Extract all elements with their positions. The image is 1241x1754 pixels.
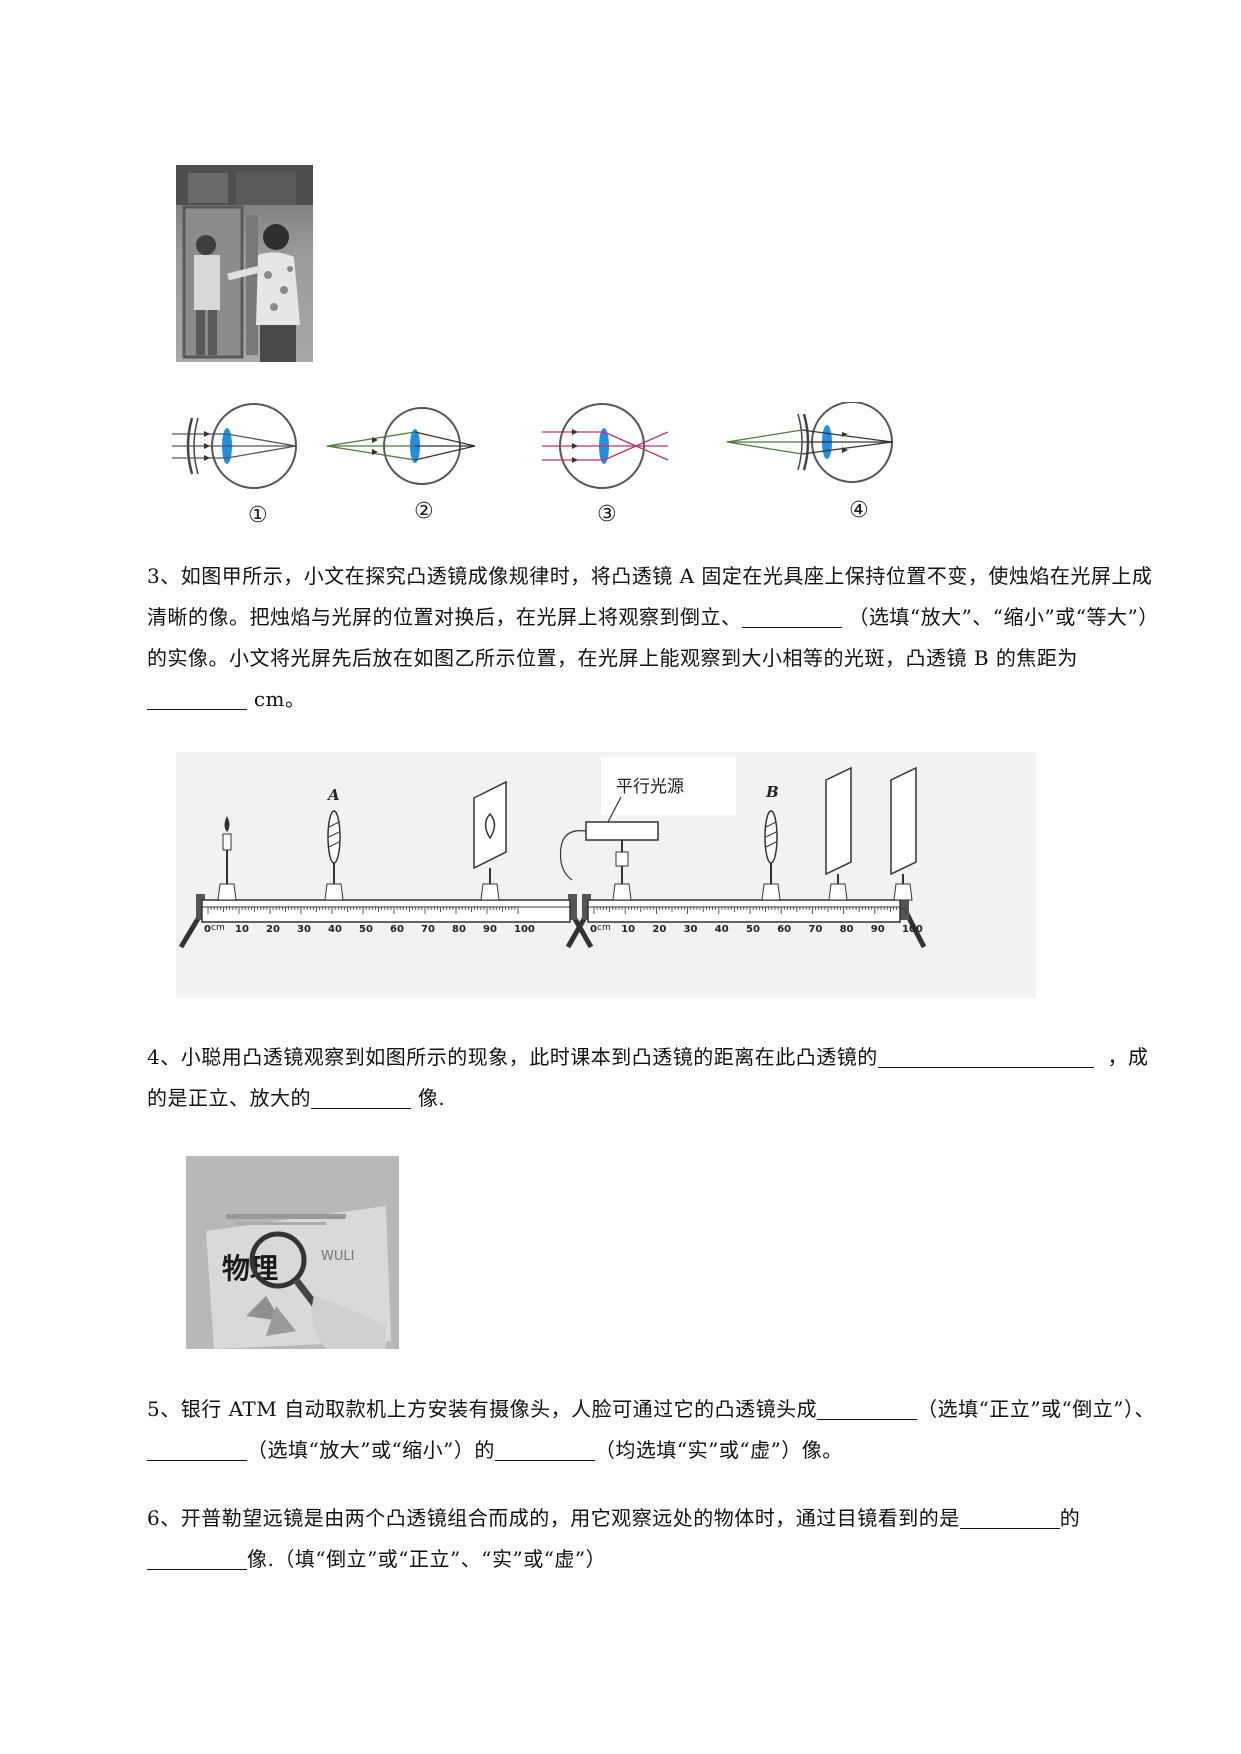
lens-a-label: A: [326, 786, 340, 804]
q5-blank-2[interactable]: [147, 1434, 247, 1461]
eye-diagram-4: [726, 401, 893, 483]
eye-diagram-1: [172, 403, 297, 489]
bench-right-tick-label-80: 80: [840, 924, 854, 935]
eye-label-1: ①: [248, 503, 268, 528]
question-5: 5、银行 ATM 自动取款机上方安装有摄像头，人脸可通过它的凸透镜头成 （选填“正…: [147, 1389, 1157, 1471]
bench-right-tick-labels: 0 10 20 30 40 50 60 70 80 90 100: [590, 924, 923, 935]
q5-text-3: （选填“放大”或“缩小”）的: [247, 1438, 495, 1462]
eye-label-2: ②: [414, 499, 434, 524]
bench-left-tick-label-40: 40: [328, 924, 342, 935]
q5-text-4: （均选填“实”或“虚”）像。: [594, 1438, 843, 1462]
bench-left: A: [178, 780, 594, 949]
eye-diagrams: ① ② ③ ④: [172, 401, 912, 532]
bench-left-tick-label-70: 70: [421, 924, 435, 935]
q6-blank-2[interactable]: [147, 1543, 247, 1570]
q4-text-1: 4、小聪用凸透镜观察到如图所示的现象，此时课本到凸透镜的距离在此凸透镜的: [147, 1045, 878, 1069]
bench-left-tick-label-0: 0: [204, 924, 211, 935]
q6-blank-1[interactable]: [959, 1502, 1060, 1529]
question-6: 6、开普勒望远镜是由两个凸透镜组合而成的，用它观察远处的物体时，通过目镜看到的是…: [147, 1498, 1157, 1580]
optical-bench-figure: A 平行光源: [176, 752, 1036, 998]
q3-blank-1[interactable]: [741, 601, 842, 628]
question-3: 3、如图甲所示，小文在探究凸透镜成像规律时，将凸透镜 A 固定在光具座上保持位置…: [147, 556, 1157, 720]
bench-right: 平行光源 B: [559, 757, 927, 949]
q6-text-2: 的: [1059, 1506, 1081, 1530]
eye-diagram-3: [542, 403, 669, 489]
q4-text-2: ，成的是正立、放大的: [147, 1045, 1149, 1110]
eye-diagram-2: [326, 407, 476, 485]
book-pinyin: WULI: [321, 1249, 354, 1264]
mirror-photo: [176, 165, 313, 362]
q5-text-1: 5、银行 ATM 自动取款机上方安装有摄像头，人脸可通过它的凸透镜头成: [147, 1397, 818, 1421]
q5-blank-1[interactable]: [817, 1393, 918, 1420]
bench-left-tick-label-80: 80: [452, 924, 466, 935]
unit-label-left: cm: [211, 923, 225, 933]
q4-text-3: 像.: [411, 1086, 446, 1110]
bench-right-tick-label-20: 20: [652, 924, 666, 935]
q5-blank-3[interactable]: [494, 1434, 595, 1461]
q4-blank-1[interactable]: [877, 1041, 1094, 1068]
q3-text-1: 3、如图甲所示，小文在探究凸透镜成像规律时，将凸透镜 A 固定在光具座上保持位置…: [147, 564, 1153, 629]
bench-left-tick-label-60: 60: [390, 924, 404, 935]
bench-right-tick-label-40: 40: [715, 924, 729, 935]
bench-left-tick-label-50: 50: [359, 924, 373, 935]
bench-left-tick-labels: 0 10 20 30 40 50 60 70 80 90 100: [204, 924, 535, 935]
bench-left-tick-label-10: 10: [235, 924, 249, 935]
bench-left-tick-label-100: 100: [514, 924, 535, 935]
parallel-source-label: 平行光源: [616, 777, 684, 797]
bench-right-tick-label-30: 30: [684, 924, 698, 935]
bench-right-tick-label-70: 70: [808, 924, 822, 935]
eye-label-4: ④: [849, 498, 869, 523]
q3-text-3: cm。: [247, 687, 306, 711]
question-4: 4、小聪用凸透镜观察到如图所示的现象，此时课本到凸透镜的距离在此凸透镜的 ，成的…: [147, 1037, 1157, 1119]
bench-left-tick-label-30: 30: [297, 924, 311, 935]
bench-right-tick-label-0: 0: [590, 924, 597, 935]
q3-text-2: （选填“放大”、“缩小”或“等大”）的实像。小文将光屏先后放在如图乙所示位置，在…: [147, 605, 1149, 670]
unit-label-right: cm: [597, 923, 611, 933]
bench-left-tick-label-90: 90: [483, 924, 497, 935]
q4-blank-2[interactable]: [311, 1082, 411, 1109]
q6-text-3: 像.（填“倒立”或“正立”、“实”或“虚”）: [247, 1547, 607, 1571]
q3-blank-2[interactable]: [147, 683, 247, 710]
lens-b-label: B: [765, 783, 779, 801]
q6-text-1: 6、开普勒望远镜是由两个凸透镜组合而成的，用它观察远处的物体时，通过目镜看到的是: [147, 1506, 960, 1530]
bench-right-tick-label-10: 10: [621, 924, 635, 935]
q5-text-2: （选填“正立”或“倒立”）、: [917, 1397, 1156, 1421]
bench-right-tick-label-50: 50: [746, 924, 760, 935]
bench-right-tick-label-100: 100: [902, 924, 923, 935]
bench-right-tick-label-60: 60: [777, 924, 791, 935]
bench-right-tick-label-90: 90: [871, 924, 885, 935]
magnifier-book-photo: 物理 WULI: [186, 1156, 399, 1349]
bench-left-tick-label-20: 20: [266, 924, 280, 935]
eye-label-3: ③: [597, 502, 617, 527]
